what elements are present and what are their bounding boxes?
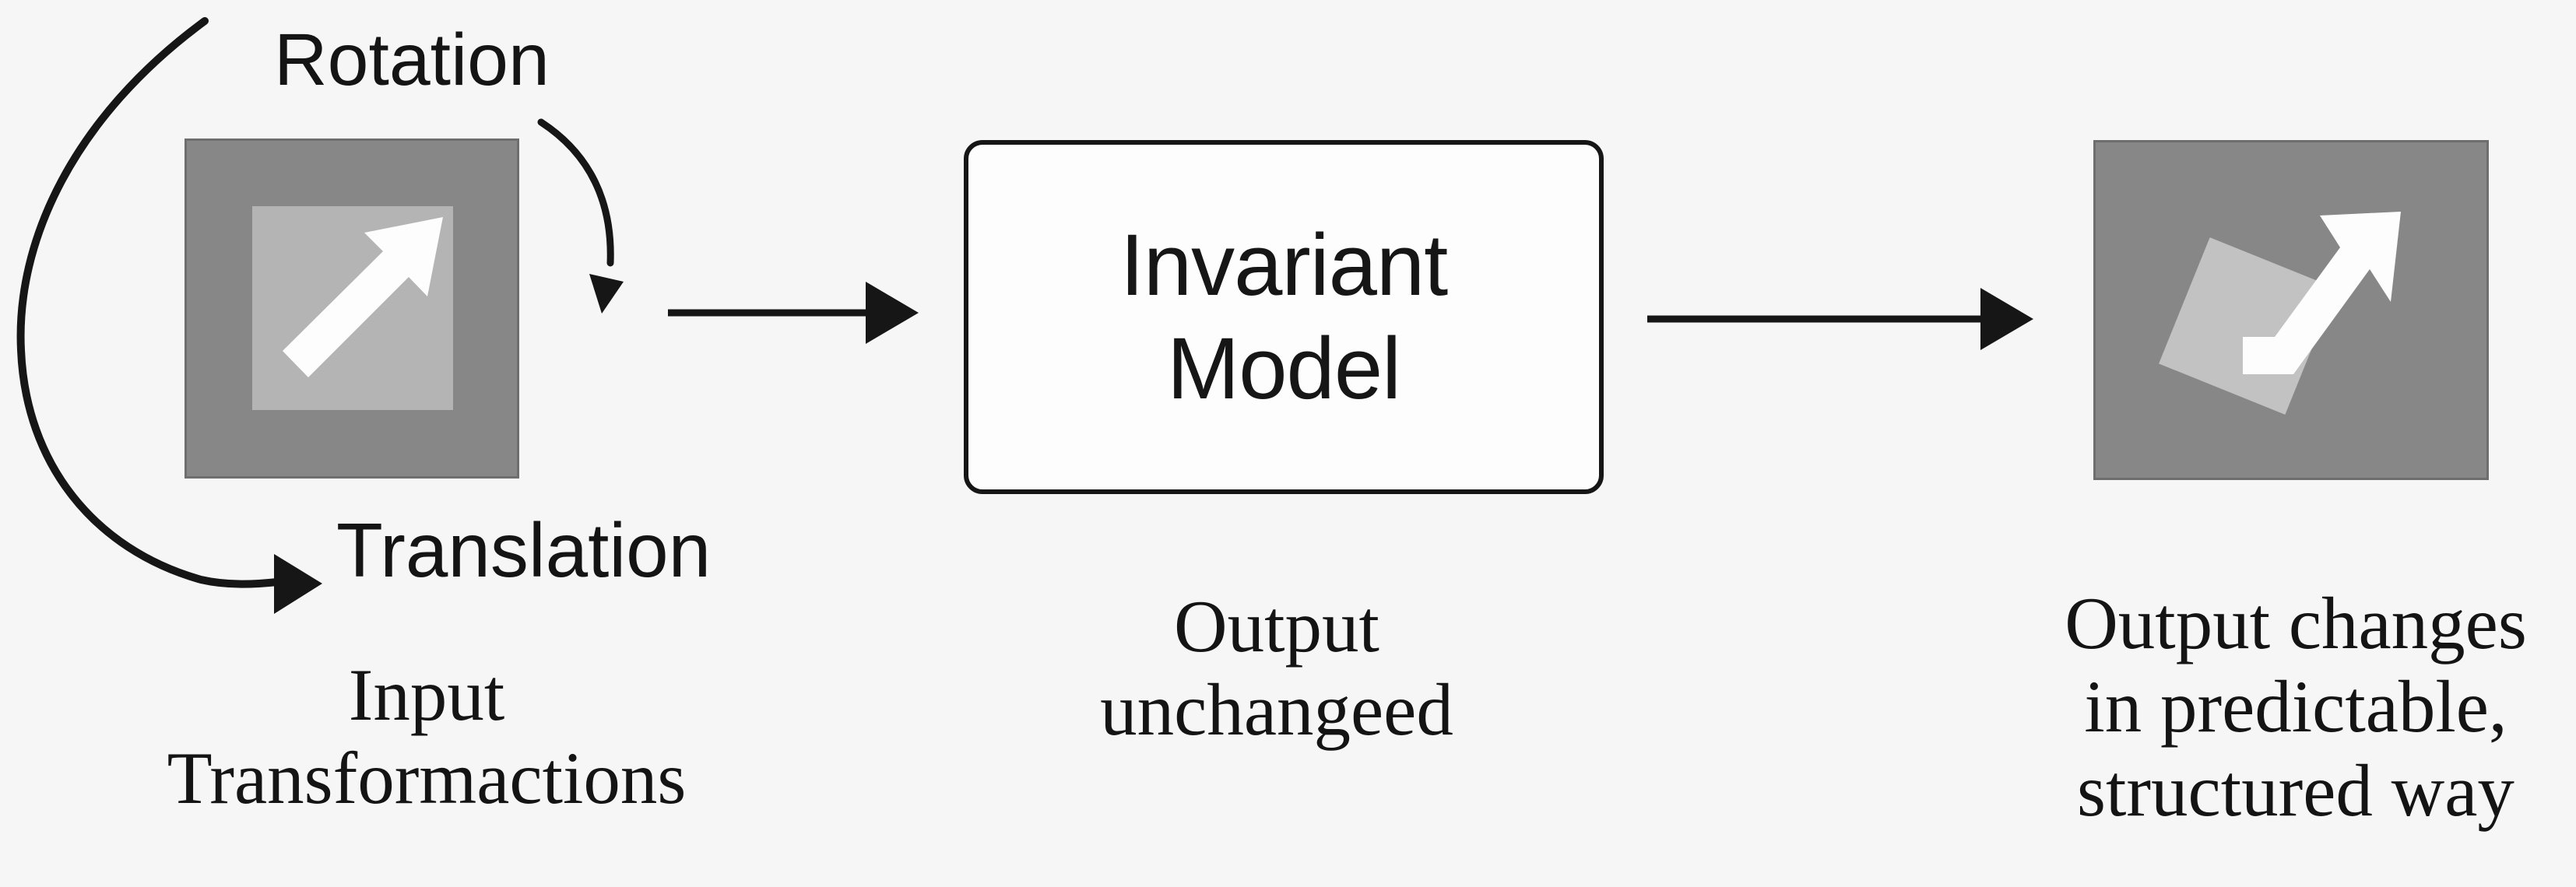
- model-output-caption: Output unchangeed: [1004, 585, 1549, 752]
- rotation-label: Rotation: [274, 19, 550, 101]
- output-caption-line3: structured way: [2077, 749, 2514, 832]
- model-label-line2: Model: [1166, 319, 1401, 417]
- flow-arrow-right-icon: [1647, 288, 2033, 350]
- invariant-model-box: Invariant Model: [964, 140, 1604, 494]
- output-caption-line2: in predictable,: [2084, 665, 2507, 749]
- input-caption: Input Transformactions: [115, 654, 738, 821]
- input-caption-line1: Input: [348, 654, 505, 736]
- input-image-icon: [185, 138, 519, 479]
- rotation-curved-arrow-icon: [537, 118, 624, 314]
- model-output-caption-line1: Output: [1174, 585, 1379, 668]
- output-caption: Output changes in predictable, structure…: [2000, 582, 2576, 833]
- translation-curved-arrow-icon: [16, 17, 322, 614]
- output-caption-line1: Output changes: [2065, 582, 2527, 664]
- flow-arrow-left-icon: [668, 282, 919, 344]
- input-caption-line2: Transformactions: [167, 737, 687, 820]
- translation-label: Translation: [336, 507, 712, 593]
- model-output-caption-line2: unchangeed: [1100, 668, 1453, 752]
- model-label-line1: Invariant: [1119, 216, 1449, 314]
- output-image-icon: [2093, 140, 2489, 480]
